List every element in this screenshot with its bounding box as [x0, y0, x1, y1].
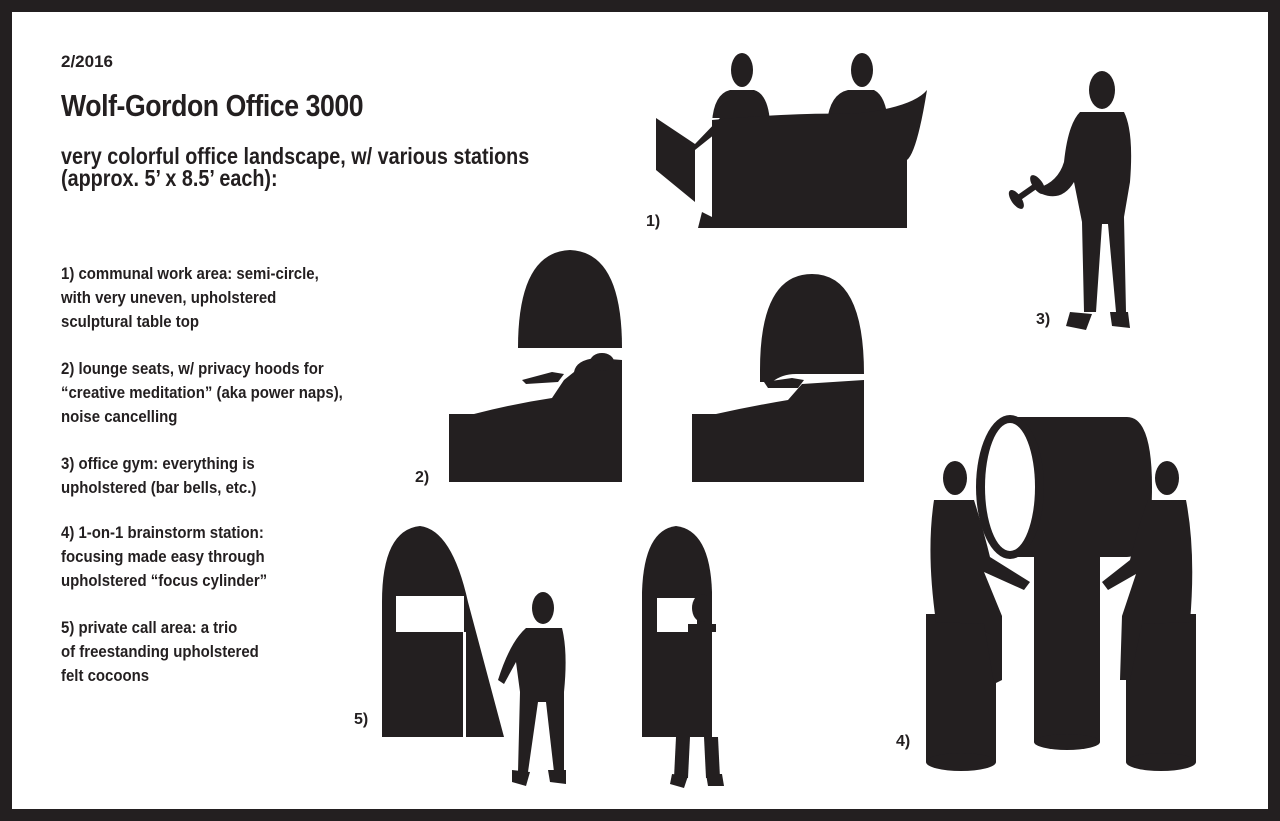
person-foot	[706, 774, 724, 786]
office-gym-figure	[1008, 71, 1132, 330]
cocoon-window	[396, 596, 464, 632]
person-head	[1089, 71, 1115, 109]
description-line: upholstered “focus cylinder”	[61, 571, 268, 590]
person-head	[851, 53, 873, 87]
description-line: 2) lounge seats, w/ privacy hoods for	[61, 359, 324, 378]
person-head	[532, 592, 554, 624]
subtitle: very colorful office landscape, w/ vario…	[61, 143, 530, 191]
privacy-hood	[518, 250, 622, 348]
barbell-icon	[1008, 175, 1046, 209]
description-line: 1) communal work area: semi-circle,	[61, 264, 319, 283]
description-line: 4) 1-on-1 brainstorm station:	[61, 523, 264, 542]
person-leg	[674, 737, 690, 778]
station-illustrations: 1) 3)	[354, 53, 1196, 788]
description-line: “creative meditation” (aka power naps),	[61, 383, 343, 402]
person-body	[930, 500, 1030, 684]
person-head	[943, 461, 967, 495]
person-body	[1038, 112, 1132, 312]
person-foot	[512, 770, 530, 786]
lounge-seat-body	[449, 358, 622, 482]
description-line: sculptural table top	[61, 312, 199, 331]
table-top-left	[656, 118, 720, 202]
person-head	[731, 53, 753, 87]
call-cocoon-right	[642, 526, 724, 788]
figure-label-1: 1)	[646, 213, 660, 230]
station-description-5: 5) private call area: a trio of freestan…	[61, 616, 259, 688]
person-foot	[670, 774, 688, 788]
person-head	[692, 594, 712, 622]
lounge-seat-right	[692, 274, 864, 482]
lounge-seat-left	[449, 250, 622, 482]
pedestal-base	[1034, 734, 1100, 750]
date-stamp: 2/2016	[61, 52, 113, 71]
person-foot	[548, 770, 566, 784]
person-arm	[522, 372, 564, 384]
communal-work-area-figure	[656, 53, 927, 228]
description-line: noise cancelling	[61, 407, 178, 426]
subtitle-line-2: (approx. 5’ x 8.5’ each):	[61, 165, 278, 191]
subtitle-line-1: very colorful office landscape, w/ vario…	[61, 143, 530, 169]
station-description-3: 3) office gym: everything is upholstered…	[61, 452, 256, 500]
focus-cylinder	[1007, 417, 1152, 557]
description-line: felt cocoons	[61, 666, 150, 685]
person-foot	[1066, 312, 1092, 330]
figure-label-3: 3)	[1036, 311, 1050, 328]
drawing-sheet: 2/2016 Wolf-Gordon Office 3000 very colo…	[12, 12, 1268, 809]
figure-label-4: 4)	[896, 733, 910, 750]
person-arm	[764, 378, 804, 388]
person-head	[1155, 461, 1179, 495]
description-line: with very uneven, upholstered	[61, 288, 277, 307]
lounge-seat-body	[692, 380, 864, 482]
cylinder-opening	[985, 423, 1035, 551]
station-description-1: 1) communal work area: semi-circle, with…	[61, 262, 319, 334]
figure-label-5: 5)	[354, 711, 368, 728]
person-body	[498, 628, 566, 772]
pedestal	[1034, 557, 1100, 742]
brainstorm-station-figure	[926, 415, 1196, 771]
figure-label-2: 2)	[415, 469, 429, 486]
stool-base	[926, 753, 996, 771]
person-torso	[712, 90, 770, 122]
cocoon-gap	[463, 632, 466, 737]
person-shoulders	[688, 624, 716, 632]
station-description-2: 2) lounge seats, w/ privacy hoods for “c…	[61, 357, 343, 429]
privacy-hood	[760, 274, 864, 382]
description-line: of freestanding upholstered	[61, 642, 259, 661]
stool-base	[1126, 753, 1196, 771]
page-title: Wolf-Gordon Office 3000	[61, 88, 364, 123]
person-head	[590, 353, 614, 371]
stool	[926, 614, 996, 762]
person-body	[1102, 500, 1193, 680]
description-line: upholstered (bar bells, etc.)	[61, 478, 257, 497]
station-description-4: 4) 1-on-1 brainstorm station: focusing m…	[61, 521, 267, 593]
description-line: 5) private call area: a trio	[61, 618, 238, 637]
person-foot	[698, 212, 712, 228]
person-leg	[704, 737, 720, 778]
description-line: focusing made easy through	[61, 547, 265, 566]
table-top-highlight	[656, 118, 720, 144]
table-body	[712, 90, 927, 228]
description-line: 3) office gym: everything is	[61, 454, 255, 473]
call-cocoon-left	[382, 526, 566, 786]
person-foot	[1110, 312, 1130, 328]
